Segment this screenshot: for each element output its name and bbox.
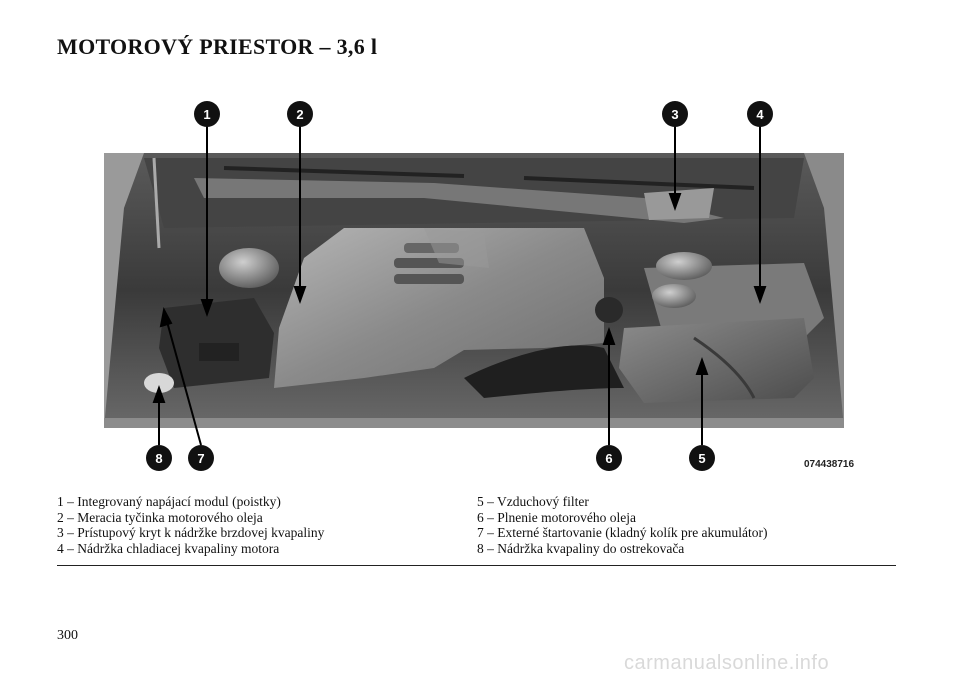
legend-item: 1 – Integrovaný napájací modul (poistky) [57,494,281,509]
callout-8: 8 [146,445,172,471]
svg-text:5: 5 [698,451,705,466]
legend-item: 3 – Prístupový kryt k nádržke brzdovej k… [57,525,325,540]
callout-1: 1 [194,101,220,127]
engine-bay-photo [104,153,844,428]
svg-text:4: 4 [756,107,764,122]
watermark: carmanualsonline.info [624,652,830,674]
page-title: MOTOROVÝ PRIESTOR – 3,6 l [57,34,378,59]
legend-item: 6 – Plnenie motorového oleja [477,509,636,525]
legend-item: 8 – Nádržka kvapaliny do ostrekovača [477,540,685,556]
svg-text:2: 2 [296,107,303,122]
figure-id-code: 074438716 [804,459,854,470]
legend-item: 4 – Nádržka chladiacej kvapaliny motora [57,540,280,556]
svg-text:3: 3 [671,107,678,122]
svg-text:1: 1 [203,107,210,122]
callout-6: 6 [596,445,622,471]
callout-3: 3 [662,101,688,127]
svg-text:7: 7 [197,451,204,466]
callout-4: 4 [747,101,773,127]
engine-compartment-illustration: 1 2 3 4 5 6 7 8 074438716 [104,88,864,478]
legend-item: 5 – Vzduchový filter [477,494,589,509]
callout-2: 2 [287,101,313,127]
legend-column-right: 5 – Vzduchový filter 6 – Plnenie motorov… [477,494,768,556]
svg-text:8: 8 [155,451,162,466]
callout-5: 5 [689,445,715,471]
divider [57,565,896,566]
svg-text:6: 6 [605,451,612,466]
callout-7: 7 [188,445,214,471]
legend-column-left: 1 – Integrovaný napájací modul (poistky)… [57,494,324,556]
legend-item: 2 – Meracia tyčinka motorového oleja [57,509,263,525]
page-number: 300 [57,628,78,643]
legend-item: 7 – Externé štartovanie (kladný kolík pr… [477,525,768,540]
